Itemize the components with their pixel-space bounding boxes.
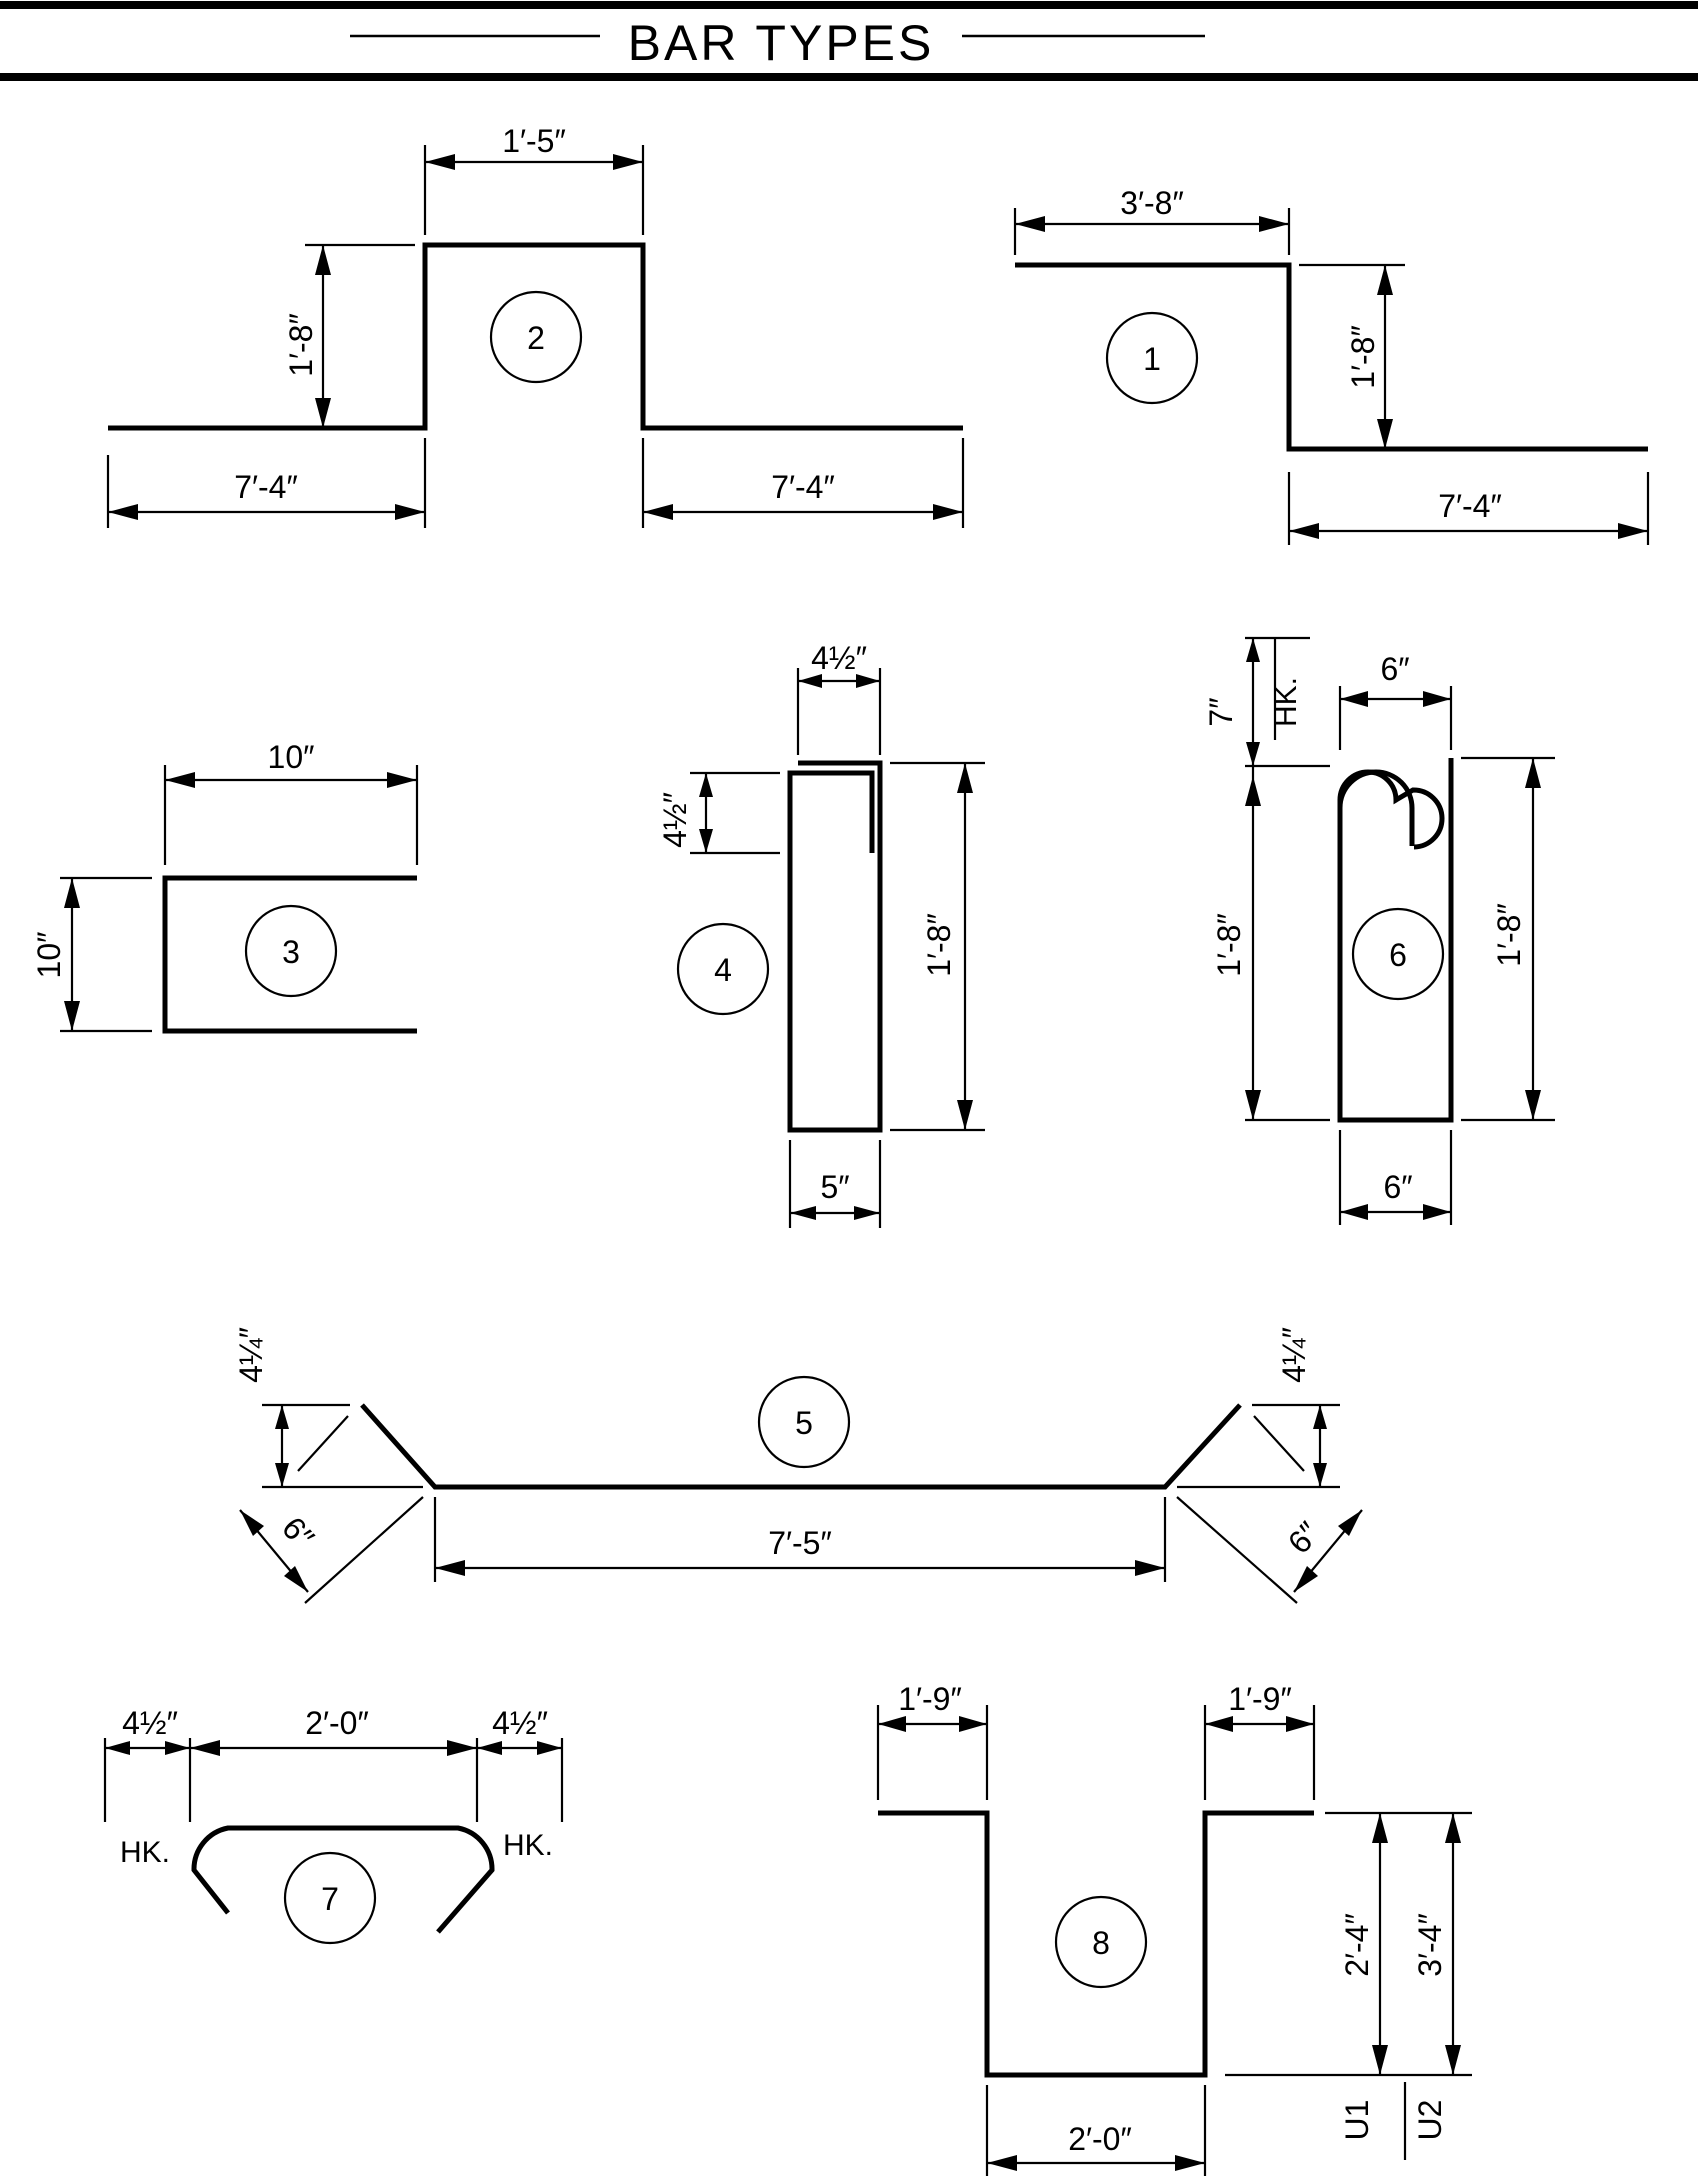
bar-2-left-dim: 7′-4″ — [234, 469, 298, 505]
bar-2-rise-dim: 1′-8″ — [283, 313, 319, 377]
bar-6-hook-len-dim: 7″ — [1203, 697, 1239, 726]
bar-1-top-dim: 3′-8″ — [1120, 185, 1184, 221]
bar-4-mark: 4 — [714, 952, 732, 988]
bar-7-left-hook-dim: 4½″ — [122, 1705, 178, 1741]
bar-type-1: 3′-8″ 1′-8″ 7′-4″ 1 — [1013, 185, 1650, 545]
bar-4-hook-drop-dim: 4½″ — [657, 792, 693, 848]
bar-5-length-dim: 7′-5″ — [768, 1525, 832, 1561]
bar-1-mark: 1 — [1143, 341, 1161, 377]
bar-3-mark: 3 — [282, 934, 300, 970]
bar-8-left-leg-dim: 1′-9″ — [898, 1681, 962, 1717]
bar-8-u2-label: U2 — [1412, 2100, 1448, 2141]
bar-1-bottom-dim: 7′-4″ — [1438, 488, 1502, 524]
bar-type-6: 7″ HK. 6″ 1′-8″ 1′-8″ 6″ 6 — [1203, 636, 1555, 1225]
bar-2-shape — [108, 242, 963, 431]
bar-6-hook — [1337, 769, 1415, 846]
bar-6-hook-label: HK. — [1270, 677, 1303, 727]
bar-type-8: 1′-9″ 1′-9″ 2′-4″ 3′-4″ U1 U2 2′-0″ 8 — [876, 1681, 1472, 2176]
bar-6-left-height-dim: 1′-8″ — [1211, 913, 1247, 977]
bar-8-right-leg-dim: 1′-9″ — [1228, 1681, 1292, 1717]
bar-3-height-dim: 10″ — [31, 932, 67, 979]
bar-5-shape — [360, 1403, 1242, 1490]
bar-8-u2-height-dim: 3′-4″ — [1412, 1913, 1448, 1977]
bar-2-top-dim: 1′-5″ — [502, 123, 566, 159]
bar-2-mark: 2 — [527, 320, 545, 356]
bar-3-shape — [162, 875, 417, 1034]
bar-6-shape-frame — [1337, 758, 1454, 1123]
bar-5-left-slope-dim: 6″ — [275, 1510, 321, 1556]
bar-type-5: 4¼″ 6″ 4¼″ 6″ 7′-5″ 5 — [233, 1327, 1363, 1604]
bar-7-shape — [191, 1825, 495, 1934]
bar-4-hook-width-dim: 4½″ — [811, 640, 867, 676]
bar-5-right-slope-dim: 6″ — [1281, 1515, 1327, 1561]
bar-7-mark: 7 — [321, 1881, 339, 1917]
bar-6-right-height-dim: 1′-8″ — [1491, 903, 1527, 967]
bar-6-mark: 6 — [1389, 937, 1407, 973]
bar-8-u1-height-dim: 2′-4″ — [1339, 1913, 1375, 1977]
bar-8-shape — [878, 1810, 1314, 2078]
bar-5-right-rise-dim: 4¼″ — [1276, 1327, 1312, 1383]
bar-1-shape — [1015, 262, 1648, 452]
bar-5-mark: 5 — [795, 1405, 813, 1441]
bar-8-u1-label: U1 — [1339, 2100, 1375, 2141]
bar-type-7: 4½″ 2′-0″ 4½″ HK. HK. 7 — [103, 1705, 564, 1945]
bar-3-width-dim: 10″ — [268, 739, 315, 775]
sheet-title: BAR TYPES — [628, 15, 935, 71]
bar-7-right-label: HK. — [503, 1829, 553, 1862]
bar-type-4: 4½″ 4½″ 1′-8″ 5″ 4 — [657, 640, 985, 1228]
bar-7-left-label: HK. — [120, 1836, 170, 1869]
bar-6-bottom-width-dim: 6″ — [1383, 1169, 1412, 1205]
bar-8-bottom-dim: 2′-0″ — [1068, 2121, 1132, 2157]
bar-8-mark: 8 — [1092, 1925, 1110, 1961]
bar-7-right-hook-dim: 4½″ — [492, 1705, 548, 1741]
bar-6-top-width-dim: 6″ — [1380, 651, 1409, 687]
bar-2-right-dim: 7′-4″ — [771, 469, 835, 505]
bar-5-left-rise-dim: 4¼″ — [233, 1327, 269, 1383]
bar-4-shape — [787, 760, 883, 1133]
bar-1-rise-dim: 1′-8″ — [1345, 325, 1381, 389]
bar-type-3: 10″ 10″ 3 — [31, 739, 419, 1034]
bar-7-length-dim: 2′-0″ — [305, 1705, 369, 1741]
bar-4-height-dim: 1′-8″ — [921, 913, 957, 977]
bar-type-2: 1′-5″ 1′-8″ 7′-4″ 7′-4″ 2 — [106, 123, 965, 528]
bar-4-width-dim: 5″ — [820, 1169, 849, 1205]
